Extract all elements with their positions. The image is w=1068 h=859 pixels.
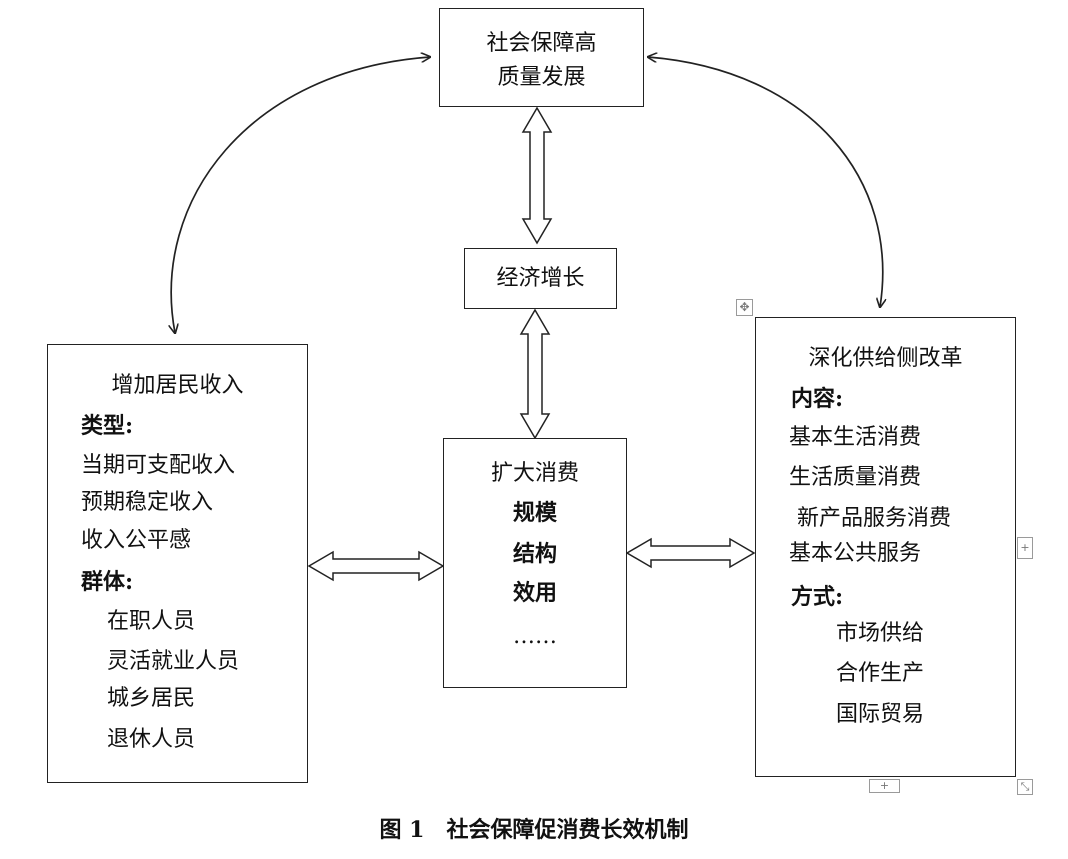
node-social-security: 社会保障高 质量发展 — [439, 8, 644, 107]
add-row-icon[interactable]: + — [869, 779, 900, 793]
consumption-dimension: 规模 — [512, 500, 557, 526]
reform-title: 深化供给侧改革 — [808, 346, 963, 371]
consumption-ellipsis: …… — [513, 624, 557, 649]
move-handle-icon[interactable]: ✥ — [736, 299, 753, 316]
income-group-item: 在职人员 — [107, 609, 196, 634]
curve-arrow-left — [171, 57, 430, 333]
reform-method-heading: 方式: — [791, 584, 844, 610]
double-arrow-consumption-reform — [625, 537, 756, 569]
double-arrow-top-growth — [521, 106, 553, 245]
double-arrow-growth-consumption — [519, 308, 551, 440]
node-supply-side-reform: 深化供给侧改革 内容: 基本生活消费 生活质量消费 新产品服务消费 基本公共服务… — [755, 317, 1016, 777]
consumption-dimension: 效用 — [512, 580, 557, 606]
income-title: 增加居民收入 — [111, 373, 244, 398]
add-column-icon[interactable]: + — [1017, 537, 1033, 559]
node-resident-income: 增加居民收入 类型: 当期可支配收入 预期稳定收入 收入公平感 群体: 在职人员… — [47, 344, 308, 783]
reform-method-item: 市场供给 — [836, 621, 925, 646]
income-group-heading: 群体: — [81, 569, 134, 595]
reform-method-item: 合作生产 — [836, 661, 925, 686]
reform-method-item: 国际贸易 — [836, 702, 925, 727]
node-economic-growth-label: 经济增长 — [496, 266, 585, 291]
curve-arrow-right — [648, 57, 883, 307]
income-type-item: 当期可支配收入 — [81, 453, 236, 478]
consumption-dimension: 结构 — [512, 541, 557, 567]
income-type-heading: 类型: — [81, 413, 134, 439]
income-type-item: 收入公平感 — [81, 528, 192, 553]
reform-content-item: 基本公共服务 — [789, 541, 922, 566]
reform-content-item: 生活质量消费 — [789, 465, 922, 490]
node-economic-growth: 经济增长 — [464, 248, 617, 309]
figure-caption: 图 1 社会保障促消费长效机制 — [379, 817, 689, 843]
reform-content-item: 新产品服务消费 — [797, 506, 952, 531]
node-expand-consumption: 扩大消费 规模 结构 效用 …… — [443, 438, 627, 688]
node-social-security-line2: 质量发展 — [497, 65, 586, 90]
node-social-security-line1: 社会保障高 — [486, 31, 597, 56]
double-arrow-income-consumption — [307, 550, 445, 582]
income-type-item: 预期稳定收入 — [81, 490, 214, 515]
reform-content-heading: 内容: — [791, 386, 844, 412]
income-group-item: 灵活就业人员 — [107, 649, 240, 674]
income-group-item: 城乡居民 — [107, 686, 196, 711]
income-group-item: 退休人员 — [107, 727, 196, 752]
reform-content-item: 基本生活消费 — [789, 425, 922, 450]
consumption-title: 扩大消费 — [490, 461, 579, 486]
resize-handle-icon[interactable]: ⤡ — [1017, 779, 1033, 795]
